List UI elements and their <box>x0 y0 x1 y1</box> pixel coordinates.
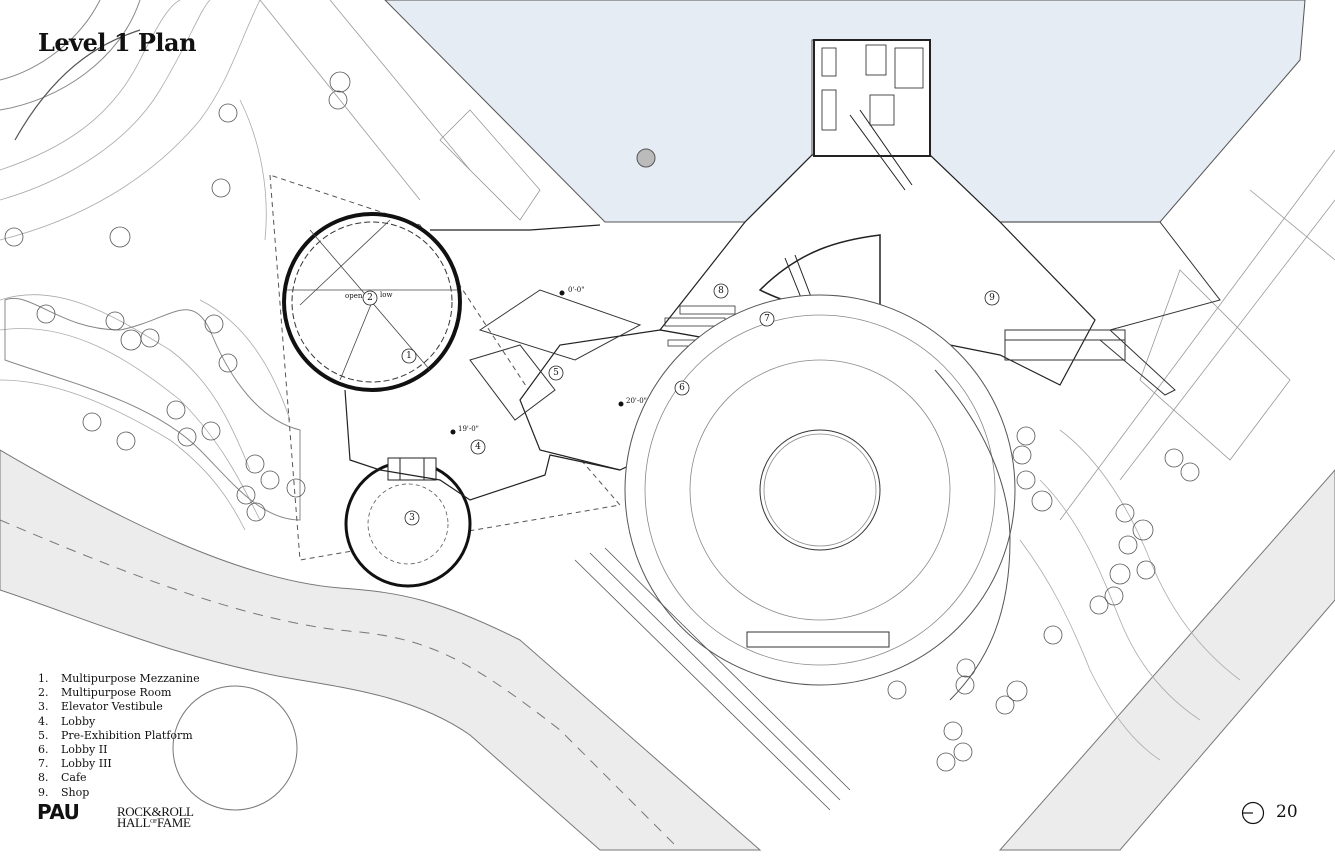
legend-room-name: Shop <box>61 785 90 799</box>
roundabout <box>172 685 298 811</box>
room-number-4: 4 <box>475 442 481 452</box>
legend-room-name: Lobby III <box>61 757 112 771</box>
legend-item: 8. Cafe <box>38 771 200 785</box>
room-number-9: 9 <box>989 293 995 303</box>
elevation-tag-3: 20'-0" <box>626 397 647 405</box>
legend-number: 7. <box>38 757 49 771</box>
arena-edge-wall <box>934 369 1011 701</box>
pre-exhibition-ramp <box>478 289 642 361</box>
arena-ring-4 <box>763 433 877 547</box>
legend-room-name: Multipurpose Mezzanine <box>61 672 200 685</box>
east-wing <box>1000 221 1221 396</box>
page-title: Level 1 Plan <box>38 28 197 57</box>
road-dashed-centerline <box>0 519 681 851</box>
site-lines <box>259 0 1335 521</box>
legend-item: 9. Shop <box>38 786 200 800</box>
firm-logo: PAU <box>37 800 80 824</box>
water-buoy <box>636 148 656 168</box>
legend-number: 5. <box>38 728 49 742</box>
tower-block <box>813 39 931 191</box>
arena-ring-3 <box>759 429 881 551</box>
legend-item: 4. Lobby <box>38 715 200 729</box>
legend-room-name: Cafe <box>61 771 87 785</box>
open-to-below-label-b: low <box>380 291 392 299</box>
elevation-tag-2: 19'-0" <box>458 425 479 433</box>
legend-room-name: Lobby <box>61 714 96 728</box>
multipurpose-drum-inner <box>291 221 453 383</box>
elevation-tag-1: 0'-0" <box>568 286 584 294</box>
room-number-3: 3 <box>409 513 415 523</box>
room-number-markers <box>362 283 1000 526</box>
legend-room-name: Pre-Exhibition Platform <box>61 728 193 742</box>
legend-number: 9. <box>38 785 49 799</box>
legend-room-name: Elevator Vestibule <box>61 700 163 714</box>
legend-item: 1. Multipurpose Mezzanine <box>38 672 200 686</box>
elevator-vestibule-inner <box>367 483 449 565</box>
legend-room-name: Multipurpose Room <box>61 686 172 700</box>
curved-drive <box>14 29 141 141</box>
client-logo-line2: HALLOFFAME <box>117 815 191 830</box>
room-number-7: 7 <box>764 314 770 324</box>
legend-item: 7. Lobby III <box>38 757 200 771</box>
legend-number: 3. <box>38 700 49 714</box>
elevator-cores <box>387 457 437 481</box>
open-to-below-label-a: open <box>345 292 363 300</box>
room-number-5: 5 <box>553 368 559 378</box>
road-band <box>0 449 762 851</box>
legend-item: 5. Pre-Exhibition Platform <box>38 729 200 743</box>
room-number-6: 6 <box>679 383 685 393</box>
room-legend: 1. Multipurpose Mezzanine 2. Multipurpose … <box>38 672 200 800</box>
legend-number: 8. <box>38 771 49 785</box>
upper-left-walk <box>0 0 141 111</box>
legend-item: 2. Multipurpose Room <box>38 686 200 700</box>
road-diagonal <box>998 469 1335 851</box>
room-number-8: 8 <box>718 286 724 296</box>
legend-item: 3. Elevator Vestibule <box>38 700 200 714</box>
page-number: 20 <box>1276 802 1298 822</box>
legend-room-name: Lobby II <box>61 743 108 757</box>
client-logo: ROCK&ROLL HALLOFFAME <box>117 804 194 830</box>
north-arrow-icon <box>1241 801 1265 825</box>
lobby-walls <box>344 389 621 501</box>
room-number-1: 1 <box>406 351 412 361</box>
arena-ring-1 <box>644 314 996 666</box>
legend-number: 1. <box>38 672 49 685</box>
arena-outer <box>624 294 1016 686</box>
client-logo-line1: ROCK&ROLL <box>117 804 194 819</box>
legend-number: 2. <box>38 686 49 700</box>
trees <box>4 71 1200 772</box>
room-number-2: 2 <box>367 293 373 303</box>
elevation-markers <box>450 290 624 435</box>
landscape-contours <box>0 0 1241 761</box>
arena-tiers <box>574 547 851 811</box>
stair-platform <box>469 344 556 421</box>
legend-item: 6. Lobby II <box>38 743 200 757</box>
arena-ring-2 <box>689 359 951 621</box>
arena-stage <box>746 631 890 648</box>
legend-number: 6. <box>38 743 49 757</box>
legend-number: 4. <box>38 714 49 728</box>
